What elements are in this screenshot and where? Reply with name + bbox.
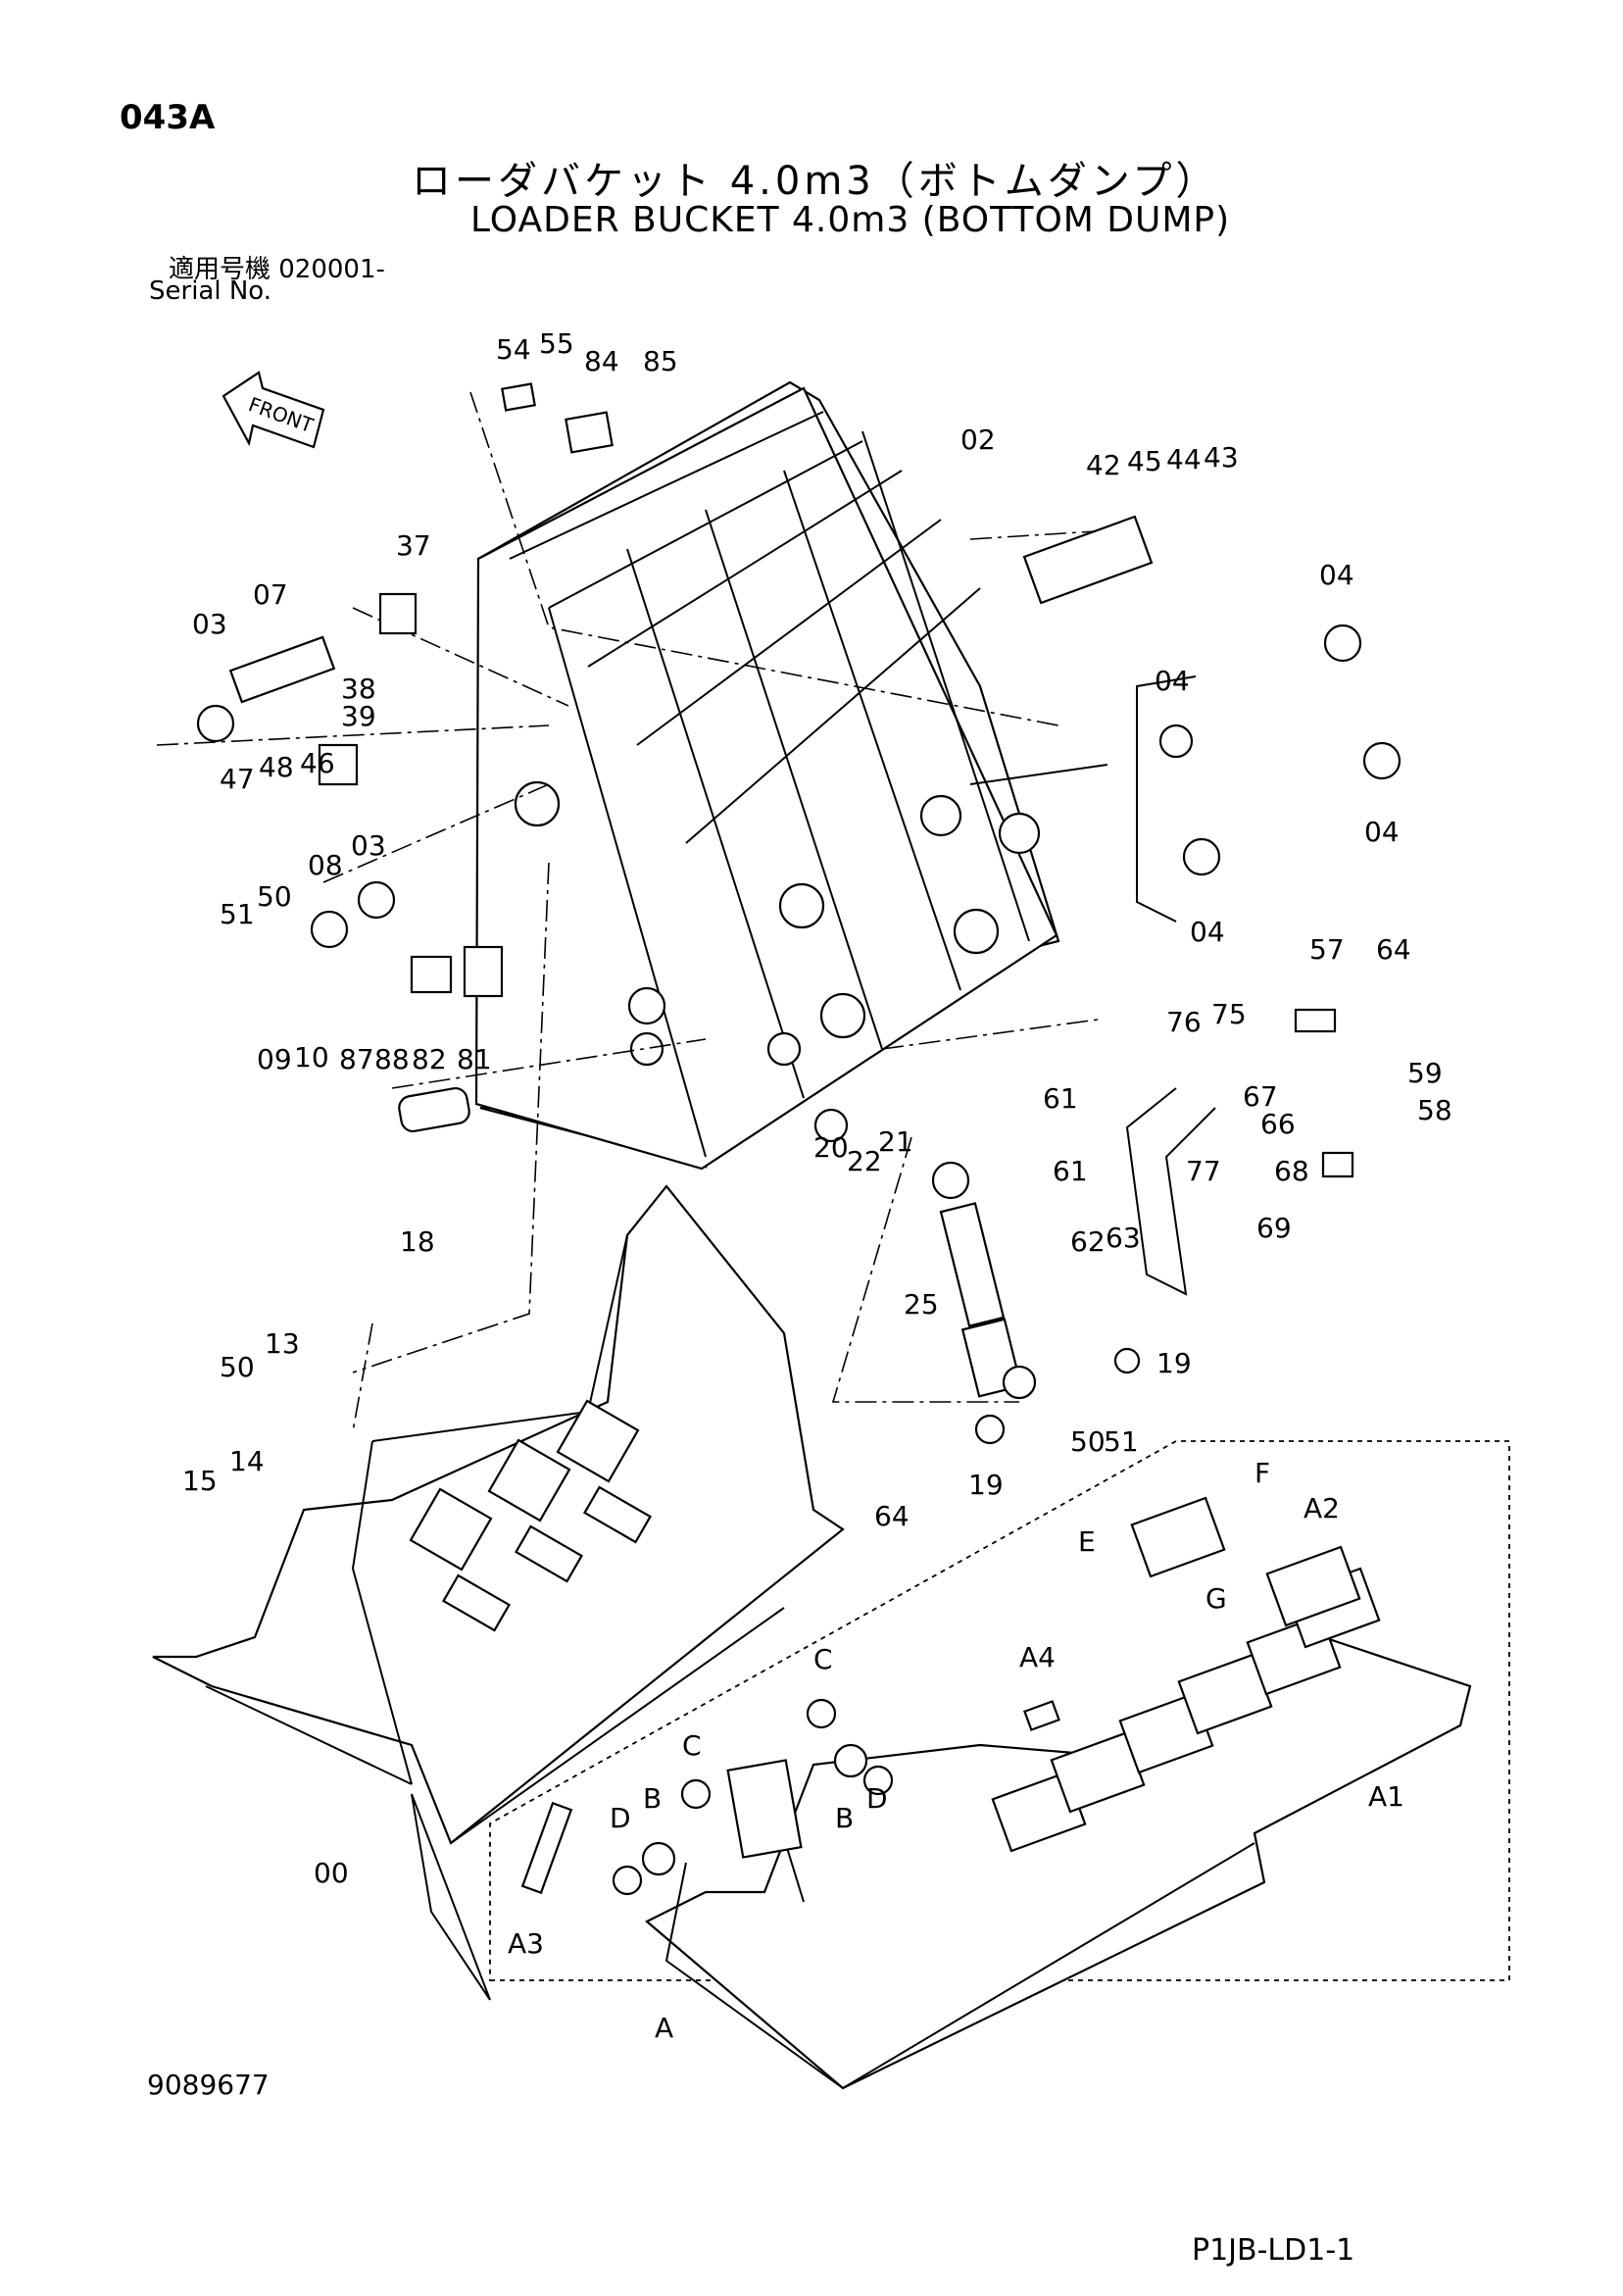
part-label: 77 [1186,1155,1221,1187]
part-label: 45 [1127,445,1162,477]
part-label: 64 [1376,933,1411,966]
part-label: 00 [314,1857,349,1889]
part-label: 82 [412,1043,447,1075]
part-label: E [1078,1525,1096,1558]
part-label: 25 [904,1288,939,1321]
part-label: F [1254,1457,1270,1489]
part-label: 61 [1043,1082,1078,1115]
part-label: 42 [1086,449,1121,481]
part-label: 07 [253,578,288,611]
part-label: 39 [341,700,376,732]
part-label: B [643,1782,662,1815]
part-label: 04 [1364,816,1400,848]
part-label: 59 [1407,1057,1443,1089]
part-label: 03 [192,608,227,640]
part-label: 10 [294,1041,329,1073]
part-label: 67 [1243,1080,1278,1113]
part-label: 09 [257,1043,292,1075]
part-label: 64 [874,1500,910,1532]
part-label: 19 [1156,1347,1192,1379]
part-label: 61 [1053,1155,1088,1187]
part-label: 43 [1204,441,1239,474]
part-label: 50 [1070,1425,1106,1458]
part-label: B [835,1802,854,1834]
part-label: 48 [259,751,294,783]
part-label: 66 [1260,1108,1296,1140]
part-label: 58 [1417,1094,1452,1126]
bucket-detail-part [520,1496,1472,2090]
part-label: C [813,1643,833,1675]
serial-label-english: Serial No. [149,276,271,306]
part-label: 46 [300,747,335,779]
title-japanese: ローダバケット 4.0m3（ボトムダンプ） [412,159,1219,204]
part-label: 21 [878,1125,913,1158]
part-label: 62 [1070,1225,1106,1258]
part-label: C [682,1729,702,1762]
part-label: 54 [496,333,531,366]
part-label: 20 [813,1131,849,1164]
part-label: 85 [643,345,678,377]
part-label: 50 [257,880,292,913]
part-label: 63 [1106,1222,1141,1254]
part-label: D [866,1782,888,1815]
part-label: 76 [1166,1006,1202,1038]
part-label: 69 [1256,1212,1292,1244]
part-label: 13 [265,1327,300,1360]
part-label: 75 [1211,998,1247,1030]
part-label: 57 [1309,933,1345,966]
part-label: 51 [220,898,255,930]
title-english: LOADER BUCKET 4.0m3 (BOTTOM DUMP) [470,200,1231,240]
part-label: 88 [374,1043,410,1075]
part-label: 50 [220,1351,255,1383]
part-label: 22 [847,1145,882,1177]
bucket-frame-part [474,380,1060,1171]
part-label: A2 [1303,1492,1340,1524]
part-label: 47 [220,763,255,795]
part-label: 04 [1155,665,1190,697]
part-label: 04 [1190,916,1225,948]
part-label: 37 [396,529,431,562]
part-label: 84 [584,345,619,377]
front-arrow-icon: FRONT [221,371,325,449]
part-label: A1 [1368,1780,1404,1813]
part-label: 02 [960,424,996,456]
part-label: 44 [1166,443,1202,475]
part-label: A3 [508,1927,544,1960]
part-label: 18 [400,1225,435,1258]
part-label: 81 [457,1043,492,1075]
page-code: 043A [120,98,216,137]
part-label: 15 [182,1465,218,1497]
part-label: 51 [1104,1425,1139,1458]
cylinder-part [931,1161,1037,1400]
part-label: 55 [539,327,574,360]
part-label: D [610,1802,631,1834]
bucket-body-part [152,1184,845,2001]
part-label: 68 [1274,1155,1309,1187]
serial-label-japanese: 適用号機 020001- [169,255,385,284]
part-label: 08 [308,849,343,881]
part-label: A [655,2012,673,2044]
part-label: 87 [339,1043,374,1075]
part-label: 19 [968,1469,1004,1501]
page-reference: P1JB-LD1-1 [1192,2233,1355,2268]
part-label: 03 [351,829,386,862]
part-label: 14 [229,1445,265,1477]
part-label: 04 [1319,559,1354,591]
part-label: 38 [341,673,376,705]
document-number: 9089677 [147,2069,270,2101]
part-label: G [1205,1582,1227,1615]
part-label: A4 [1019,1641,1056,1673]
